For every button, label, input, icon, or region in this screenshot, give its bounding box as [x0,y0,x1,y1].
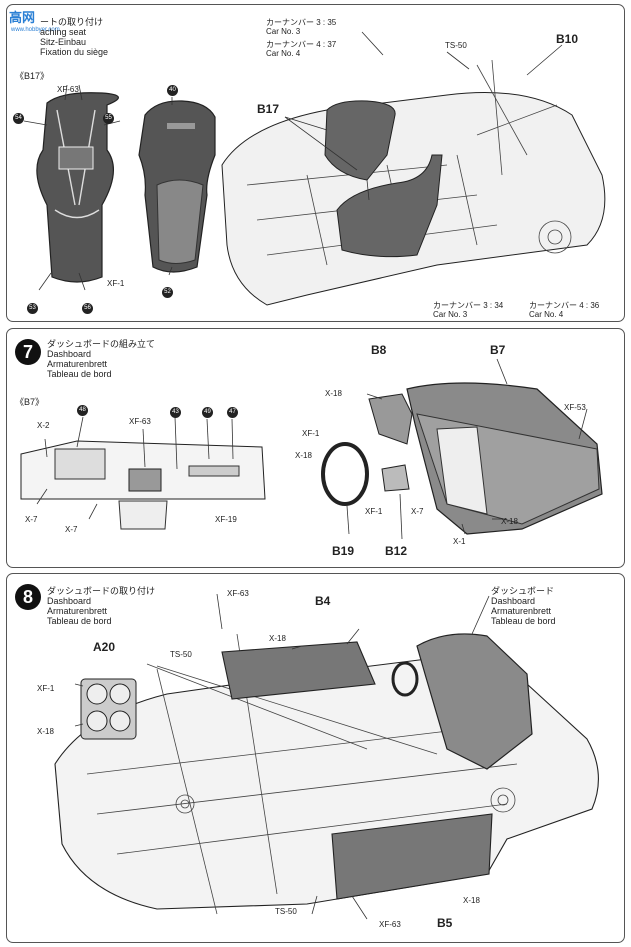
label-xf53: XF-53 [564,403,586,412]
label-xf1-a: XF-1 [302,429,320,438]
label-xf1: XF-1 [37,684,55,693]
watermark-char: 高 [9,10,23,25]
title-de: Armaturenbrett [47,606,108,616]
step-7-drawing [20,358,603,540]
step-6-panel: 高网 www.hobbyer.com ートの取り付け aching seat S… [6,4,625,322]
label-ts50: TS-50 [445,41,467,50]
label-x1: X-1 [453,537,466,546]
label-ts50-a: TS-50 [170,650,192,659]
step-7-number: 7 [15,339,41,365]
label-56: 56 [82,303,93,314]
dash-de: Armaturenbrett [491,606,552,616]
label-a20: A20 [93,640,116,654]
label-ts50-b: TS-50 [275,907,297,916]
step-6-drawing [23,31,606,306]
label-xf63-a: XF-63 [227,589,249,598]
label-52: 52 [162,287,173,298]
car3-bottom-en: Car No. 3 [433,310,468,319]
title-fr: Fixation du siège [40,47,109,57]
title-jp: ダッシュボードの組み立て [47,339,156,349]
label-xf63: XF-63 [129,417,151,426]
label-xf63-b: XF-63 [379,920,401,929]
step-8-panel: 8 ダッシュボードの取り付け Dashboard Armaturenbrett … [6,573,625,943]
label-49: 49 [202,407,213,418]
label-b5: B5 [437,916,453,930]
label-b12: B12 [385,544,408,558]
step-7-panel: 7 ダッシュボードの組み立て Dashboard Armaturenbrett … [6,328,625,568]
part-ref-b7: 《B7》 [15,397,45,407]
label-x7-a: X-7 [25,515,38,524]
title-de: Armaturenbrett [47,359,108,369]
label-b17: B17 [257,102,280,116]
title-fr: Tableau de bord [47,616,112,626]
title-en: Dashboard [47,349,92,359]
title-jp: ートの取り付け [40,17,104,27]
part-ref-b17: 《B17》 [15,71,50,81]
car4-top-en: Car No. 4 [266,49,301,58]
label-xf19: XF-19 [215,515,237,524]
label-x18-b: X-18 [295,451,312,460]
dash-fr: Tableau de bord [491,616,556,626]
label-43: 43 [170,407,181,418]
watermark-logo: 高网 [9,7,35,26]
label-x18-c: X-18 [463,896,480,905]
car4-bottom: カーナンバー 4 : 36 [529,301,600,310]
label-53: 53 [27,303,38,314]
title-en: Dashboard [47,596,92,606]
watermark-url: www.hobbyer.com [11,27,60,33]
title-jp: ダッシュボードの取り付け [47,586,156,596]
label-b8: B8 [371,343,387,357]
dash-en: Dashboard [491,596,536,606]
label-54: 54 [13,113,24,124]
step-7-title: ダッシュボードの組み立て Dashboard Armaturenbrett Ta… [47,339,155,379]
label-xf1: XF-1 [107,279,125,288]
car3-bottom: カーナンバー 3 : 34 [433,301,504,310]
label-x18-a: X-18 [269,634,286,643]
label-x7-b: X-7 [65,525,78,534]
label-xf1-b: XF-1 [365,507,383,516]
label-b7: B7 [490,343,506,357]
title-fr: Tableau de bord [47,369,112,379]
label-b10: B10 [556,32,579,46]
step-8-drawing [54,593,599,920]
car4-bottom-en: Car No. 4 [529,310,564,319]
label-48: 48 [77,405,88,416]
label-x18-b: X-18 [37,727,54,736]
car3-top: カーナンバー 3 : 35 [266,18,337,27]
step-8-number: 8 [15,584,41,610]
dash-jp: ダッシュボード [491,586,555,596]
car3-top-en: Car No. 3 [266,27,301,36]
label-b4: B4 [315,594,331,608]
label-x7-c: X-7 [411,507,424,516]
title-de: Sitz-Einbau [40,37,87,47]
step-8-title: ダッシュボードの取り付け Dashboard Armaturenbrett Ta… [47,586,155,626]
label-55: 55 [103,113,114,124]
label-x18-c: X-18 [501,517,518,526]
label-xf63: XF-63 [57,85,79,94]
label-40: 40 [167,85,178,96]
label-x2: X-2 [37,421,50,430]
step-6-title: ートの取り付け aching seat Sitz-Einbau Fixation… [40,17,108,57]
label-b19: B19 [332,544,355,558]
dashboard-callout: ダッシュボード Dashboard Armaturenbrett Tableau… [491,586,556,626]
car4-top: カーナンバー 4 : 37 [266,40,337,49]
label-x18-a: X-18 [325,389,342,398]
label-47: 47 [227,407,238,418]
title-en: aching seat [40,27,87,37]
watermark-char-2: 网 [22,10,36,25]
